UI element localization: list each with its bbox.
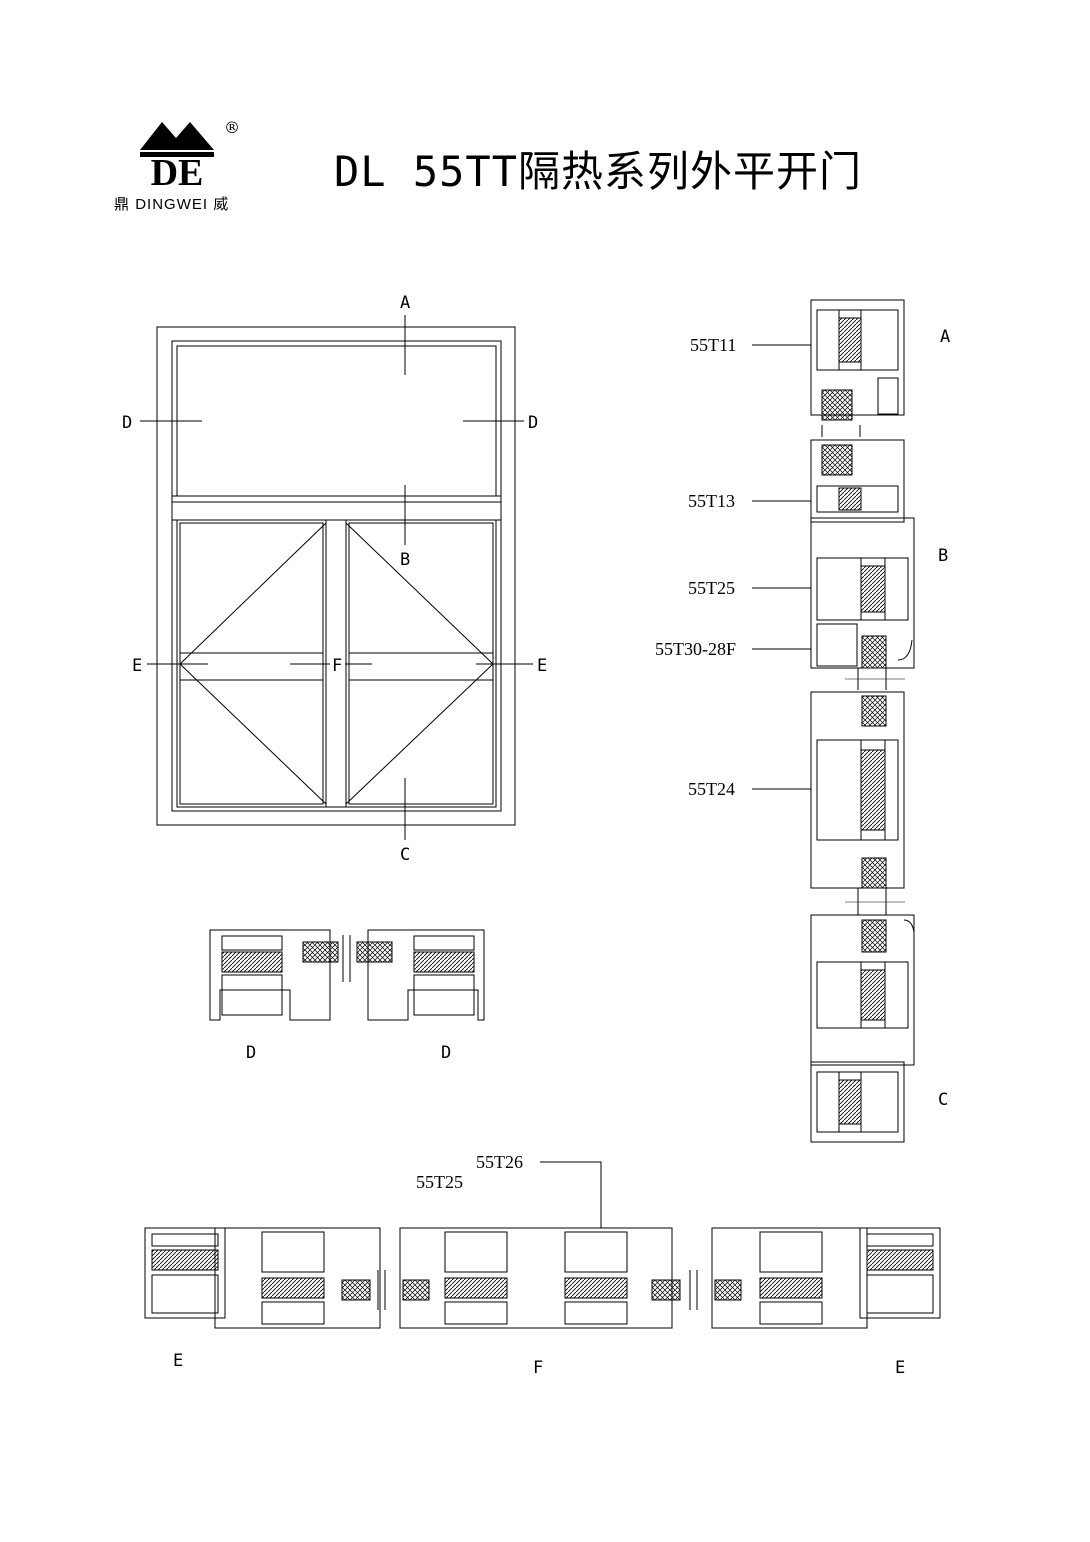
marker-a: A (400, 293, 410, 313)
caption-left-char: 鼎 (114, 196, 131, 213)
callout-55t30-28f: 55T30-28F (655, 639, 736, 659)
horizontal-section (144, 1161, 941, 1329)
section-e-left: E (173, 1351, 183, 1371)
caption-right-char: 威 (213, 196, 230, 213)
callout-55t11: 55T11 (690, 335, 736, 355)
callout-55t25-horizontal: 55T25 (416, 1172, 463, 1192)
marker-f: F (332, 656, 342, 676)
page-title: DL 55TT隔热系列外平开门 (334, 147, 863, 196)
marker-b: B (400, 550, 410, 570)
callout-55t13: 55T13 (688, 491, 735, 511)
door-elevation (140, 315, 533, 840)
section-d-label-left: D (246, 1043, 256, 1063)
section-e-right: E (895, 1358, 905, 1378)
marker-e-right: E (537, 656, 547, 676)
horizontal-section-labels: 55T26 55T25 E F E (173, 1152, 905, 1378)
marker-e-left: E (132, 656, 142, 676)
logo-caption: 鼎 DINGWEI 威 (114, 193, 229, 214)
section-d (209, 929, 485, 1021)
caption-name: DINGWEI (135, 196, 209, 213)
logo-letters: DE (151, 152, 204, 194)
zone-b: B (938, 546, 948, 566)
marker-d-left: D (122, 413, 132, 433)
callout-55t24: 55T24 (688, 779, 735, 799)
vertical-section (752, 299, 915, 1143)
marker-d-right: D (528, 413, 538, 433)
dingwei-logo: DE (140, 122, 214, 194)
zone-a: A (940, 327, 950, 347)
zone-c: C (938, 1090, 948, 1110)
registered-mark: ® (224, 118, 240, 137)
section-d-label-right: D (441, 1043, 451, 1063)
callout-55t26: 55T26 (476, 1152, 523, 1172)
elevation-section-markers: A D D B E F E C (122, 293, 547, 865)
vertical-section-labels: 55T11 55T13 55T25 55T30-28F 55T24 A B C (655, 327, 950, 1110)
marker-c: C (400, 845, 410, 865)
section-f: F (533, 1358, 543, 1378)
callout-55t25: 55T25 (688, 578, 735, 598)
